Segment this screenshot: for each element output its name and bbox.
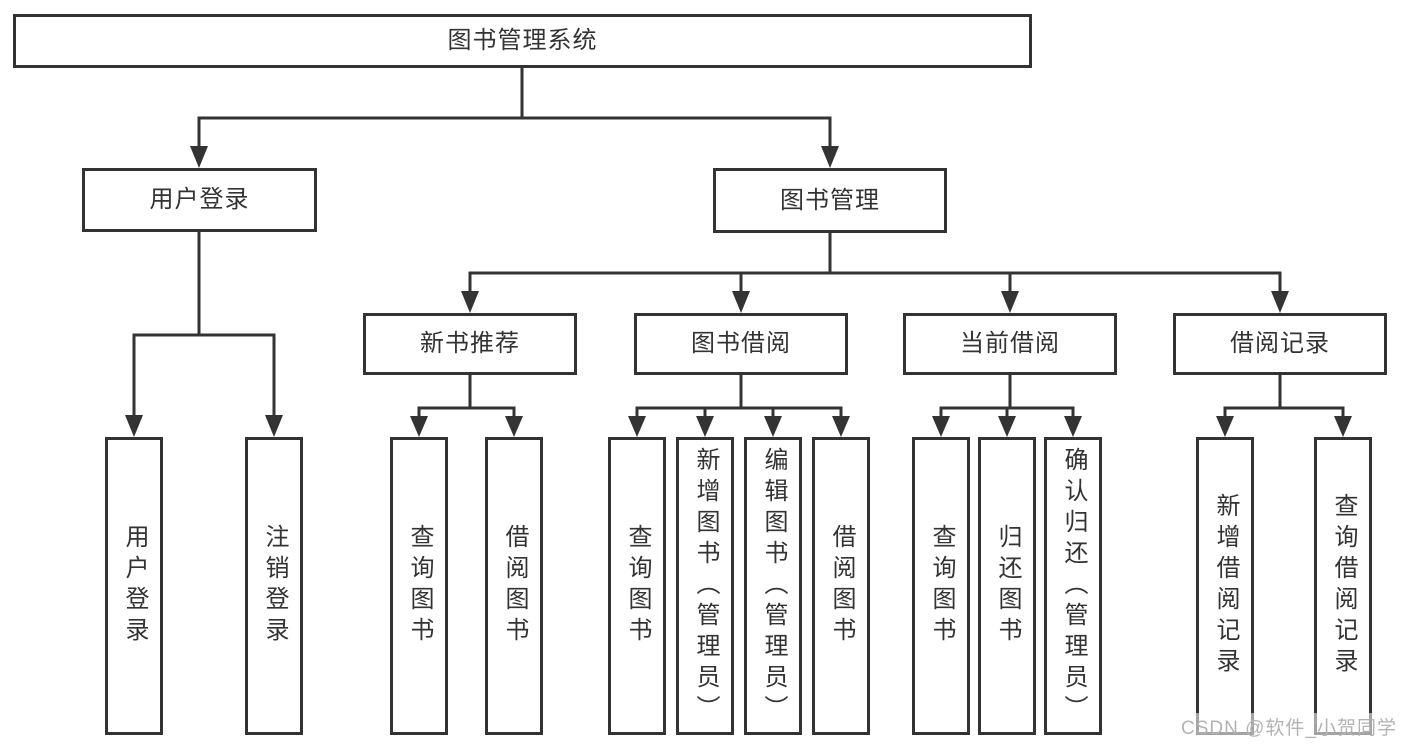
node-leaf-query-books-recommend: 查询图书 — [390, 437, 448, 735]
node-leaf-query-books-borrow: 查询图书 — [608, 437, 666, 735]
node-leaf-add-borrow-record-label: 新增借阅记录 — [1212, 493, 1239, 679]
node-leaf-borrow-books-recommend-label: 借阅图书 — [501, 524, 528, 648]
node-current-borrow: 当前借阅 — [903, 313, 1117, 375]
node-leaf-add-borrow-record: 新增借阅记录 — [1196, 437, 1254, 735]
node-leaf-query-books-borrow-label: 查询图书 — [624, 524, 651, 648]
node-book-management: 图书管理 — [713, 168, 947, 233]
node-leaf-add-books-admin: 新增图书（管理员） — [676, 437, 734, 735]
node-book-borrow-label: 图书借阅 — [691, 330, 791, 357]
node-user-login: 用户登录 — [82, 168, 317, 232]
node-borrow-records: 借阅记录 — [1173, 313, 1387, 375]
node-leaf-add-books-admin-label: 新增图书（管理员） — [692, 446, 719, 726]
node-leaf-edit-books-admin: 编辑图书（管理员） — [744, 437, 802, 735]
node-book-management-label: 图书管理 — [780, 186, 880, 214]
node-leaf-borrow-books-label: 借阅图书 — [828, 524, 855, 648]
node-current-borrow-label: 当前借阅 — [960, 330, 1060, 357]
node-leaf-query-borrow-record: 查询借阅记录 — [1314, 437, 1372, 735]
node-leaf-logout: 注销登录 — [245, 437, 303, 735]
node-leaf-logout-label: 注销登录 — [261, 524, 288, 648]
node-book-borrow: 图书借阅 — [634, 313, 848, 375]
node-root: 图书管理系统 — [13, 14, 1032, 68]
watermark-text: CSDN @软件_小贺同学 — [1181, 713, 1397, 740]
node-leaf-query-books-recommend-label: 查询图书 — [406, 524, 433, 648]
node-new-book-recommend: 新书推荐 — [363, 313, 577, 375]
node-leaf-borrow-books: 借阅图书 — [812, 437, 870, 735]
node-leaf-query-books-current-label: 查询图书 — [928, 524, 955, 648]
node-leaf-borrow-books-recommend: 借阅图书 — [485, 437, 543, 735]
node-leaf-edit-books-admin-label: 编辑图书（管理员） — [760, 446, 787, 726]
node-leaf-query-borrow-record-label: 查询借阅记录 — [1330, 493, 1357, 679]
node-leaf-query-books-current: 查询图书 — [912, 437, 970, 735]
node-leaf-confirm-return-admin: 确认归还（管理员） — [1044, 437, 1102, 735]
node-leaf-return-books: 归还图书 — [978, 437, 1036, 735]
node-leaf-user-login-label: 用户登录 — [121, 524, 148, 648]
node-leaf-return-books-label: 归还图书 — [994, 524, 1021, 648]
node-borrow-records-label: 借阅记录 — [1230, 330, 1330, 357]
node-leaf-confirm-return-admin-label: 确认归还（管理员） — [1060, 446, 1087, 726]
node-root-label: 图书管理系统 — [447, 27, 598, 54]
node-leaf-user-login: 用户登录 — [105, 437, 163, 735]
node-new-book-recommend-label: 新书推荐 — [420, 330, 520, 357]
node-user-login-label: 用户登录 — [149, 186, 250, 213]
